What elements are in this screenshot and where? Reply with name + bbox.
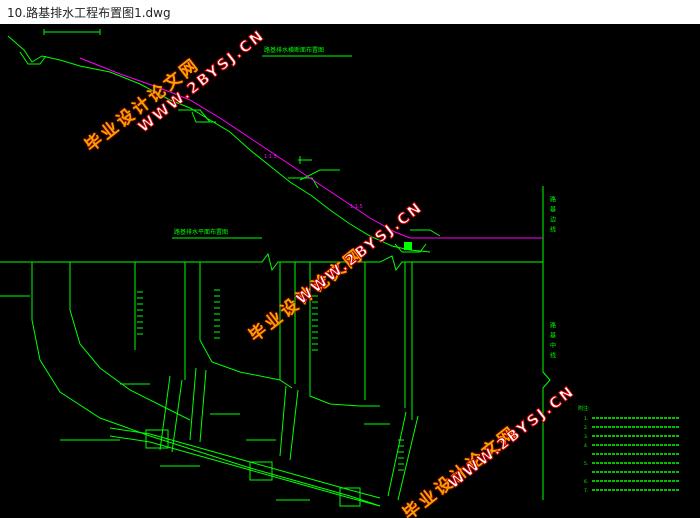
- hatch-c: [312, 295, 318, 351]
- channel-6: [309, 262, 380, 407]
- terrain-profile: [7, 35, 431, 253]
- note-line-2: 2.: [584, 425, 588, 431]
- outlet-box-3: [339, 487, 361, 507]
- window-title: 10.路基排水工程布置图1.dwg: [7, 6, 171, 20]
- chute-2: [189, 367, 207, 443]
- cad-canvas[interactable]: 1:1.5 1:1.5 路基排水横断面布置图 路基排水平面布置图 路基边线 路基…: [0, 24, 700, 518]
- outlet-marker: [404, 242, 412, 250]
- hatch-a: [137, 291, 143, 335]
- right-label-top: 路基边线: [549, 195, 556, 236]
- note-line-8: 6.: [584, 479, 588, 485]
- note-line-4: 4.: [584, 443, 588, 449]
- leader-3: [299, 169, 340, 181]
- channel-3: [199, 262, 293, 389]
- road-edge: [0, 252, 543, 272]
- ditch-left: [19, 51, 47, 65]
- ditch-bottom: [394, 243, 427, 253]
- note-line-9: 7.: [584, 488, 588, 494]
- notes-header: 附注:: [578, 405, 590, 412]
- note-line-6: 5.: [584, 461, 588, 467]
- leader-4: [410, 229, 441, 237]
- section-title: 路基排水横断面布置图: [264, 46, 324, 54]
- plan-title: 路基排水平面布置图: [174, 228, 228, 236]
- window-title-bar: 10.路基排水工程布置图1.dwg: [0, 0, 700, 25]
- note-line-1: 1.: [584, 416, 588, 422]
- note-line-3: 3.: [584, 434, 588, 440]
- leader-1: [191, 111, 216, 123]
- outlet-box-2: [249, 461, 273, 481]
- right-boundary: [542, 262, 551, 500]
- leader-2: [298, 156, 312, 164]
- design-profile-line: [79, 57, 543, 239]
- berm-1: [178, 109, 211, 123]
- channel-left-inner: [69, 262, 191, 421]
- dim-line-top: [43, 29, 101, 35]
- right-label-bottom: 路基中线: [549, 321, 556, 362]
- notes-block: 1. 2. 3. 4. 5. 6. 7.: [584, 416, 680, 494]
- slope-label-2: 1:1.5: [350, 204, 363, 210]
- drawing-svg: 1:1.5 1:1.5 路基排水横断面布置图 路基排水平面布置图 路基边线 路基…: [0, 29, 680, 507]
- chute-3: [279, 385, 299, 461]
- hatch-d: [398, 439, 404, 471]
- chute-4: [387, 411, 419, 501]
- hatch-b: [214, 289, 220, 339]
- slope-label-1: 1:1.5: [264, 154, 277, 160]
- channel-left-outer: [31, 262, 381, 507]
- outlet-box-1: [145, 429, 169, 449]
- berm-2: [288, 177, 319, 189]
